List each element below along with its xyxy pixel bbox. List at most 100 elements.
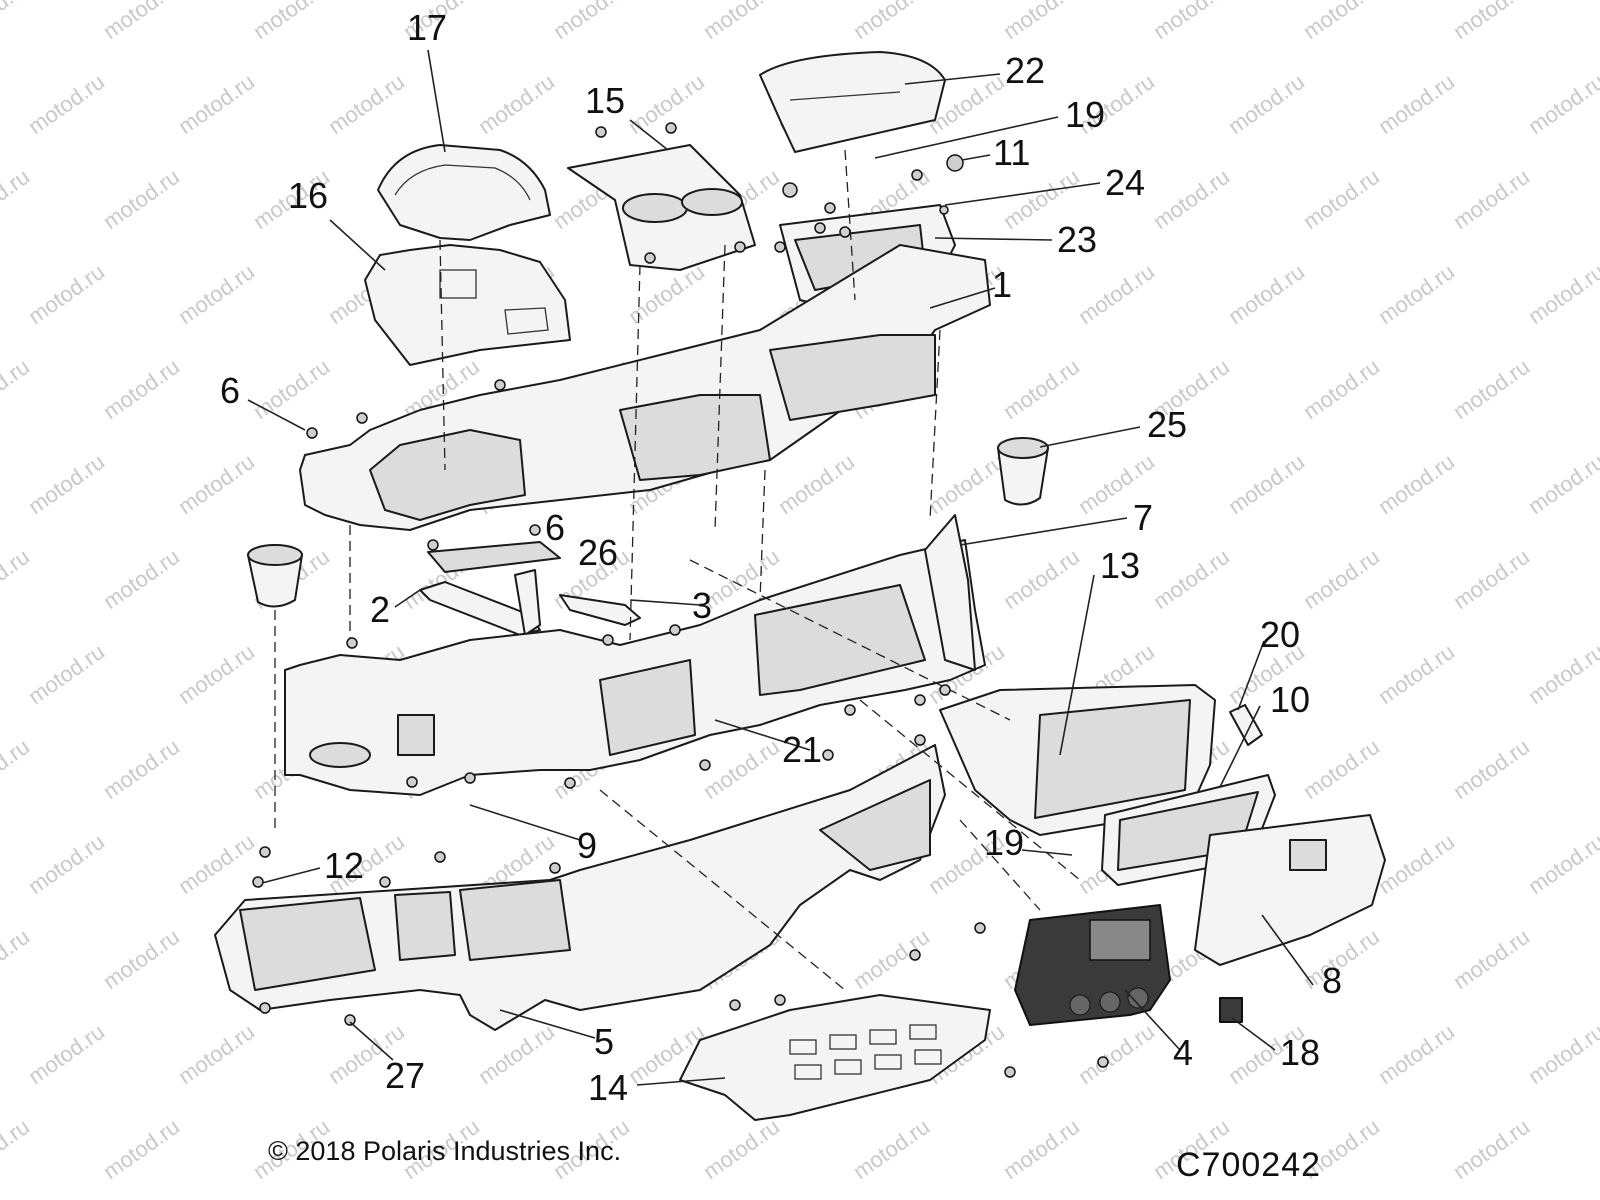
callout-10: 10	[1270, 679, 1310, 720]
watermark-text: motod.ru	[1524, 449, 1600, 519]
watermark-text: motod.ru	[324, 69, 409, 139]
callout-25: 25	[1147, 404, 1187, 445]
callout-23: 23	[1057, 219, 1097, 260]
part-16-instrument-bezel	[364, 244, 571, 366]
watermark-text: motod.ru	[99, 164, 184, 234]
watermark-text: motod.ru	[699, 734, 784, 804]
watermark-text: motod.ru	[1374, 639, 1459, 709]
watermark-text: motod.ru	[1299, 164, 1384, 234]
callout-19-bottom: 19	[984, 822, 1024, 863]
watermark-text: motod.ru	[1224, 69, 1309, 139]
callout-2: 2	[370, 589, 390, 630]
watermark-text: motod.ru	[549, 0, 634, 44]
watermark-text: motod.ru	[1524, 69, 1600, 139]
watermark-text: motod.ru	[924, 449, 1009, 519]
watermark-text: motod.ru	[24, 259, 109, 329]
watermark-text: motod.ru	[99, 734, 184, 804]
part-20-connector	[1229, 704, 1263, 746]
watermark-text: motod.ru	[849, 924, 934, 994]
watermark-text: motod.ru	[24, 69, 109, 139]
watermark-text: motod.ru	[174, 449, 259, 519]
watermark-text: motod.ru	[99, 0, 184, 44]
part-8-glovebox-door	[1194, 814, 1386, 966]
watermark-text: motod.ru	[774, 449, 859, 519]
part-5-lower-fascia	[214, 744, 946, 1031]
leader-lines	[247, 49, 1314, 1086]
callout-4: 4	[1173, 1032, 1193, 1073]
watermark-text: motod.ru	[1449, 1114, 1534, 1184]
callout-8: 8	[1322, 960, 1342, 1001]
watermark-text: motod.ru	[1374, 69, 1459, 139]
callout-3: 3	[692, 585, 712, 626]
watermark-text: motod.ru	[999, 544, 1084, 614]
watermark-text: motod.ru	[24, 639, 109, 709]
callout-5: 5	[594, 1021, 614, 1062]
part-26-plate	[427, 541, 561, 573]
callout-22: 22	[1005, 50, 1045, 91]
part-2-bracket	[419, 581, 541, 636]
watermark-text: motod.ru	[99, 544, 184, 614]
watermark-text: motod.ru	[474, 69, 559, 139]
watermark-text: motod.ru	[0, 544, 34, 614]
watermark-text: motod.ru	[1149, 544, 1234, 614]
callout-12: 12	[324, 845, 364, 886]
watermark-text: motod.ru	[1074, 1019, 1159, 1089]
callout-27: 27	[385, 1055, 425, 1096]
watermark-text: motod.ru	[0, 1114, 34, 1184]
watermark-text: motod.ru	[174, 1019, 259, 1089]
watermark-text: motod.ru	[1299, 734, 1384, 804]
watermark-text: motod.ru	[999, 1114, 1084, 1184]
watermark-text: motod.ru	[249, 0, 334, 44]
watermark-text: motod.ru	[699, 1114, 784, 1184]
watermark-text: motod.ru	[1224, 259, 1309, 329]
watermark-text: motod.ru	[99, 1114, 184, 1184]
watermark-text: motod.ru	[1449, 924, 1534, 994]
callout-1: 1	[992, 264, 1012, 305]
watermark-text: motod.ru	[1449, 354, 1534, 424]
callout-21: 21	[782, 729, 822, 770]
fasteners	[252, 122, 1109, 1078]
watermark-text: motod.ru	[999, 354, 1084, 424]
watermark-text: motod.ru	[0, 734, 34, 804]
watermark-text: motod.ru	[99, 354, 184, 424]
callout-26: 26	[578, 532, 618, 573]
callout-9: 9	[577, 825, 597, 866]
callout-16: 16	[288, 175, 328, 216]
watermark-text: motod.ru	[1524, 1019, 1600, 1089]
watermark-text: motod.ru	[474, 1019, 559, 1089]
callout-20: 20	[1260, 614, 1300, 655]
watermark-text: motod.ru	[1449, 164, 1534, 234]
watermark-text: motod.ru	[1524, 639, 1600, 709]
watermark-text: motod.ru	[174, 259, 259, 329]
watermark-text: motod.ru	[1224, 449, 1309, 519]
watermark-text: motod.ru	[1524, 829, 1600, 899]
watermark-text: motod.ru	[1374, 259, 1459, 329]
watermark-text: motod.ru	[999, 0, 1084, 44]
watermark-text: motod.ru	[24, 449, 109, 519]
callout-6-left: 6	[220, 370, 240, 411]
callout-24: 24	[1105, 162, 1145, 203]
watermark-text: motod.ru	[1299, 354, 1384, 424]
watermark-text: motod.ru	[1074, 259, 1159, 329]
callout-18: 18	[1280, 1032, 1320, 1073]
watermark-text: motod.ru	[0, 0, 34, 44]
watermark-text: motod.ru	[699, 0, 784, 44]
watermark-text: motod.ru	[1524, 259, 1600, 329]
watermark-text: motod.ru	[1299, 0, 1384, 44]
part-18-switch	[1219, 997, 1243, 1023]
callout-13: 13	[1100, 545, 1140, 586]
callout-11: 11	[993, 132, 1030, 173]
watermark-text: motod.ru	[24, 829, 109, 899]
watermark-text: motod.ru	[1149, 0, 1234, 44]
callout-labels: 17 16 15 22 19 11 24 23 1 6 25 6 26 7 13…	[220, 7, 1342, 1108]
callout-6-center: 6	[545, 507, 565, 548]
part-22-storage-lid	[759, 51, 946, 153]
part-3-bracket	[514, 569, 541, 636]
part-17-instrument-hood	[377, 144, 551, 241]
watermark-text: motod.ru	[0, 354, 34, 424]
watermark-text: motod.ru	[1374, 449, 1459, 519]
callout-15: 15	[585, 80, 625, 121]
drawing-code: C700242	[1176, 1146, 1322, 1184]
watermark-text: motod.ru	[174, 829, 259, 899]
watermark-text: motod.ru	[849, 0, 934, 44]
